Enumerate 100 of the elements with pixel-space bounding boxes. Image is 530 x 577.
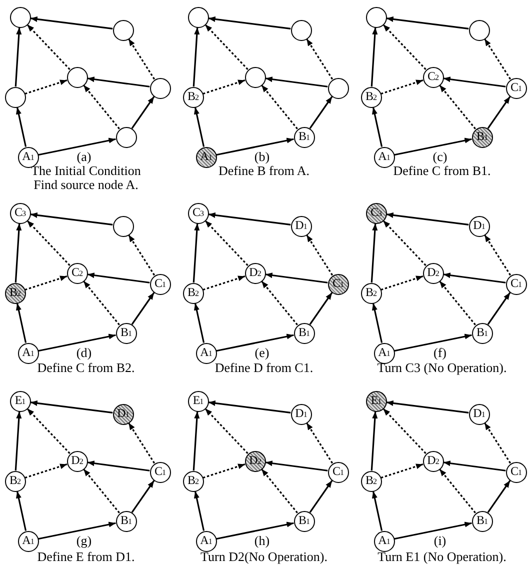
arrow bbox=[30, 400, 113, 414]
node-circle bbox=[468, 404, 490, 424]
node-circle bbox=[18, 342, 38, 364]
caption: Define C from B1. bbox=[393, 164, 491, 178]
panel-label: (f) bbox=[434, 346, 446, 360]
dotted-arrow bbox=[261, 84, 298, 130]
dotted-arrow bbox=[306, 234, 334, 276]
node-circle bbox=[360, 470, 382, 492]
arrow bbox=[194, 491, 205, 531]
dotted-arrow bbox=[261, 280, 298, 326]
node-circle bbox=[182, 86, 204, 108]
dotted-arrow bbox=[306, 38, 334, 80]
dotted-arrow bbox=[83, 84, 120, 130]
node-circle bbox=[374, 342, 394, 364]
dotted-arrow bbox=[382, 220, 426, 266]
node-circle bbox=[10, 202, 30, 224]
dotted-arrow bbox=[26, 408, 70, 454]
node-circle bbox=[472, 510, 492, 532]
dotted-arrow bbox=[484, 422, 512, 464]
arrow bbox=[394, 522, 472, 540]
node-circle bbox=[468, 216, 490, 236]
arrow bbox=[309, 96, 333, 129]
caption: The Initial Condition bbox=[31, 164, 141, 178]
dotted-arrow bbox=[24, 275, 68, 291]
highlighted-node-circle bbox=[328, 274, 348, 294]
dotted-arrow bbox=[128, 38, 156, 80]
arrow bbox=[394, 334, 472, 352]
arrow bbox=[372, 107, 383, 147]
node-circle bbox=[150, 274, 170, 294]
dotted-arrow bbox=[439, 84, 476, 130]
node-circle bbox=[506, 462, 526, 482]
arrow bbox=[265, 460, 328, 472]
arrow bbox=[30, 16, 113, 30]
node-circle bbox=[290, 216, 312, 236]
dotted-arrow bbox=[306, 422, 334, 464]
dotted-arrow bbox=[202, 463, 246, 479]
dotted-arrow bbox=[439, 280, 476, 326]
panel-label: (a) bbox=[76, 150, 92, 164]
caption: Turn D2(No Operation). bbox=[200, 550, 328, 564]
caption: Define D from C1. bbox=[214, 361, 314, 375]
dotted-arrow bbox=[128, 422, 156, 464]
arrow bbox=[16, 303, 27, 343]
arrow bbox=[487, 96, 511, 129]
arrow bbox=[16, 107, 27, 147]
arrow bbox=[487, 480, 511, 513]
arrow bbox=[14, 223, 22, 283]
highlighted-node-circle bbox=[472, 126, 492, 148]
dotted-arrow bbox=[83, 280, 120, 326]
arrow bbox=[370, 411, 378, 471]
arrow bbox=[131, 292, 155, 325]
node-circle bbox=[422, 262, 444, 284]
node-circle bbox=[188, 6, 208, 28]
node-circle bbox=[328, 78, 348, 98]
highlighted-node-circle bbox=[244, 450, 266, 472]
dotted-arrow bbox=[439, 468, 476, 514]
dotted-arrow bbox=[24, 463, 68, 479]
node-circle bbox=[374, 530, 394, 552]
node-circle bbox=[10, 390, 30, 412]
arrow bbox=[30, 212, 113, 226]
caption: Turn C3 (No Operation). bbox=[377, 361, 507, 375]
arrow bbox=[265, 76, 328, 88]
highlighted-node-circle bbox=[196, 146, 216, 168]
node-circle bbox=[472, 322, 492, 344]
dotted-arrow bbox=[484, 38, 512, 80]
arrow bbox=[208, 400, 291, 414]
arrow bbox=[487, 292, 511, 325]
node-circle bbox=[150, 462, 170, 482]
arrow bbox=[192, 223, 200, 283]
node-circle bbox=[244, 66, 266, 88]
dotted-arrow bbox=[380, 463, 424, 479]
arrow bbox=[14, 27, 22, 87]
node-circle bbox=[182, 470, 204, 492]
arrow bbox=[372, 491, 383, 531]
node-circle bbox=[10, 6, 30, 28]
arrow bbox=[443, 272, 506, 284]
node-circle bbox=[18, 530, 38, 552]
node-circle bbox=[4, 470, 26, 492]
dotted-arrow bbox=[204, 220, 248, 266]
node-circle bbox=[360, 86, 382, 108]
arrow bbox=[216, 522, 294, 540]
arrow bbox=[443, 460, 506, 472]
arrow bbox=[443, 76, 506, 88]
node-circle bbox=[422, 66, 444, 88]
node-circle bbox=[468, 20, 490, 40]
highlighted-node-circle bbox=[366, 390, 386, 412]
node-circle bbox=[188, 390, 208, 412]
arrow bbox=[386, 16, 469, 30]
node-circle bbox=[244, 262, 266, 284]
panel-label: (e) bbox=[254, 346, 270, 360]
arrow bbox=[192, 27, 200, 87]
caption: Turn E1 (No Operation). bbox=[378, 550, 506, 564]
arrow bbox=[87, 272, 150, 284]
node-circle bbox=[196, 530, 216, 552]
node-circle bbox=[116, 126, 136, 148]
caption: Find source node A. bbox=[34, 178, 138, 192]
node-circle bbox=[112, 216, 134, 236]
arrow bbox=[216, 334, 294, 352]
dotted-arrow bbox=[382, 408, 426, 454]
arrow bbox=[131, 480, 155, 513]
dotted-arrow bbox=[26, 220, 70, 266]
